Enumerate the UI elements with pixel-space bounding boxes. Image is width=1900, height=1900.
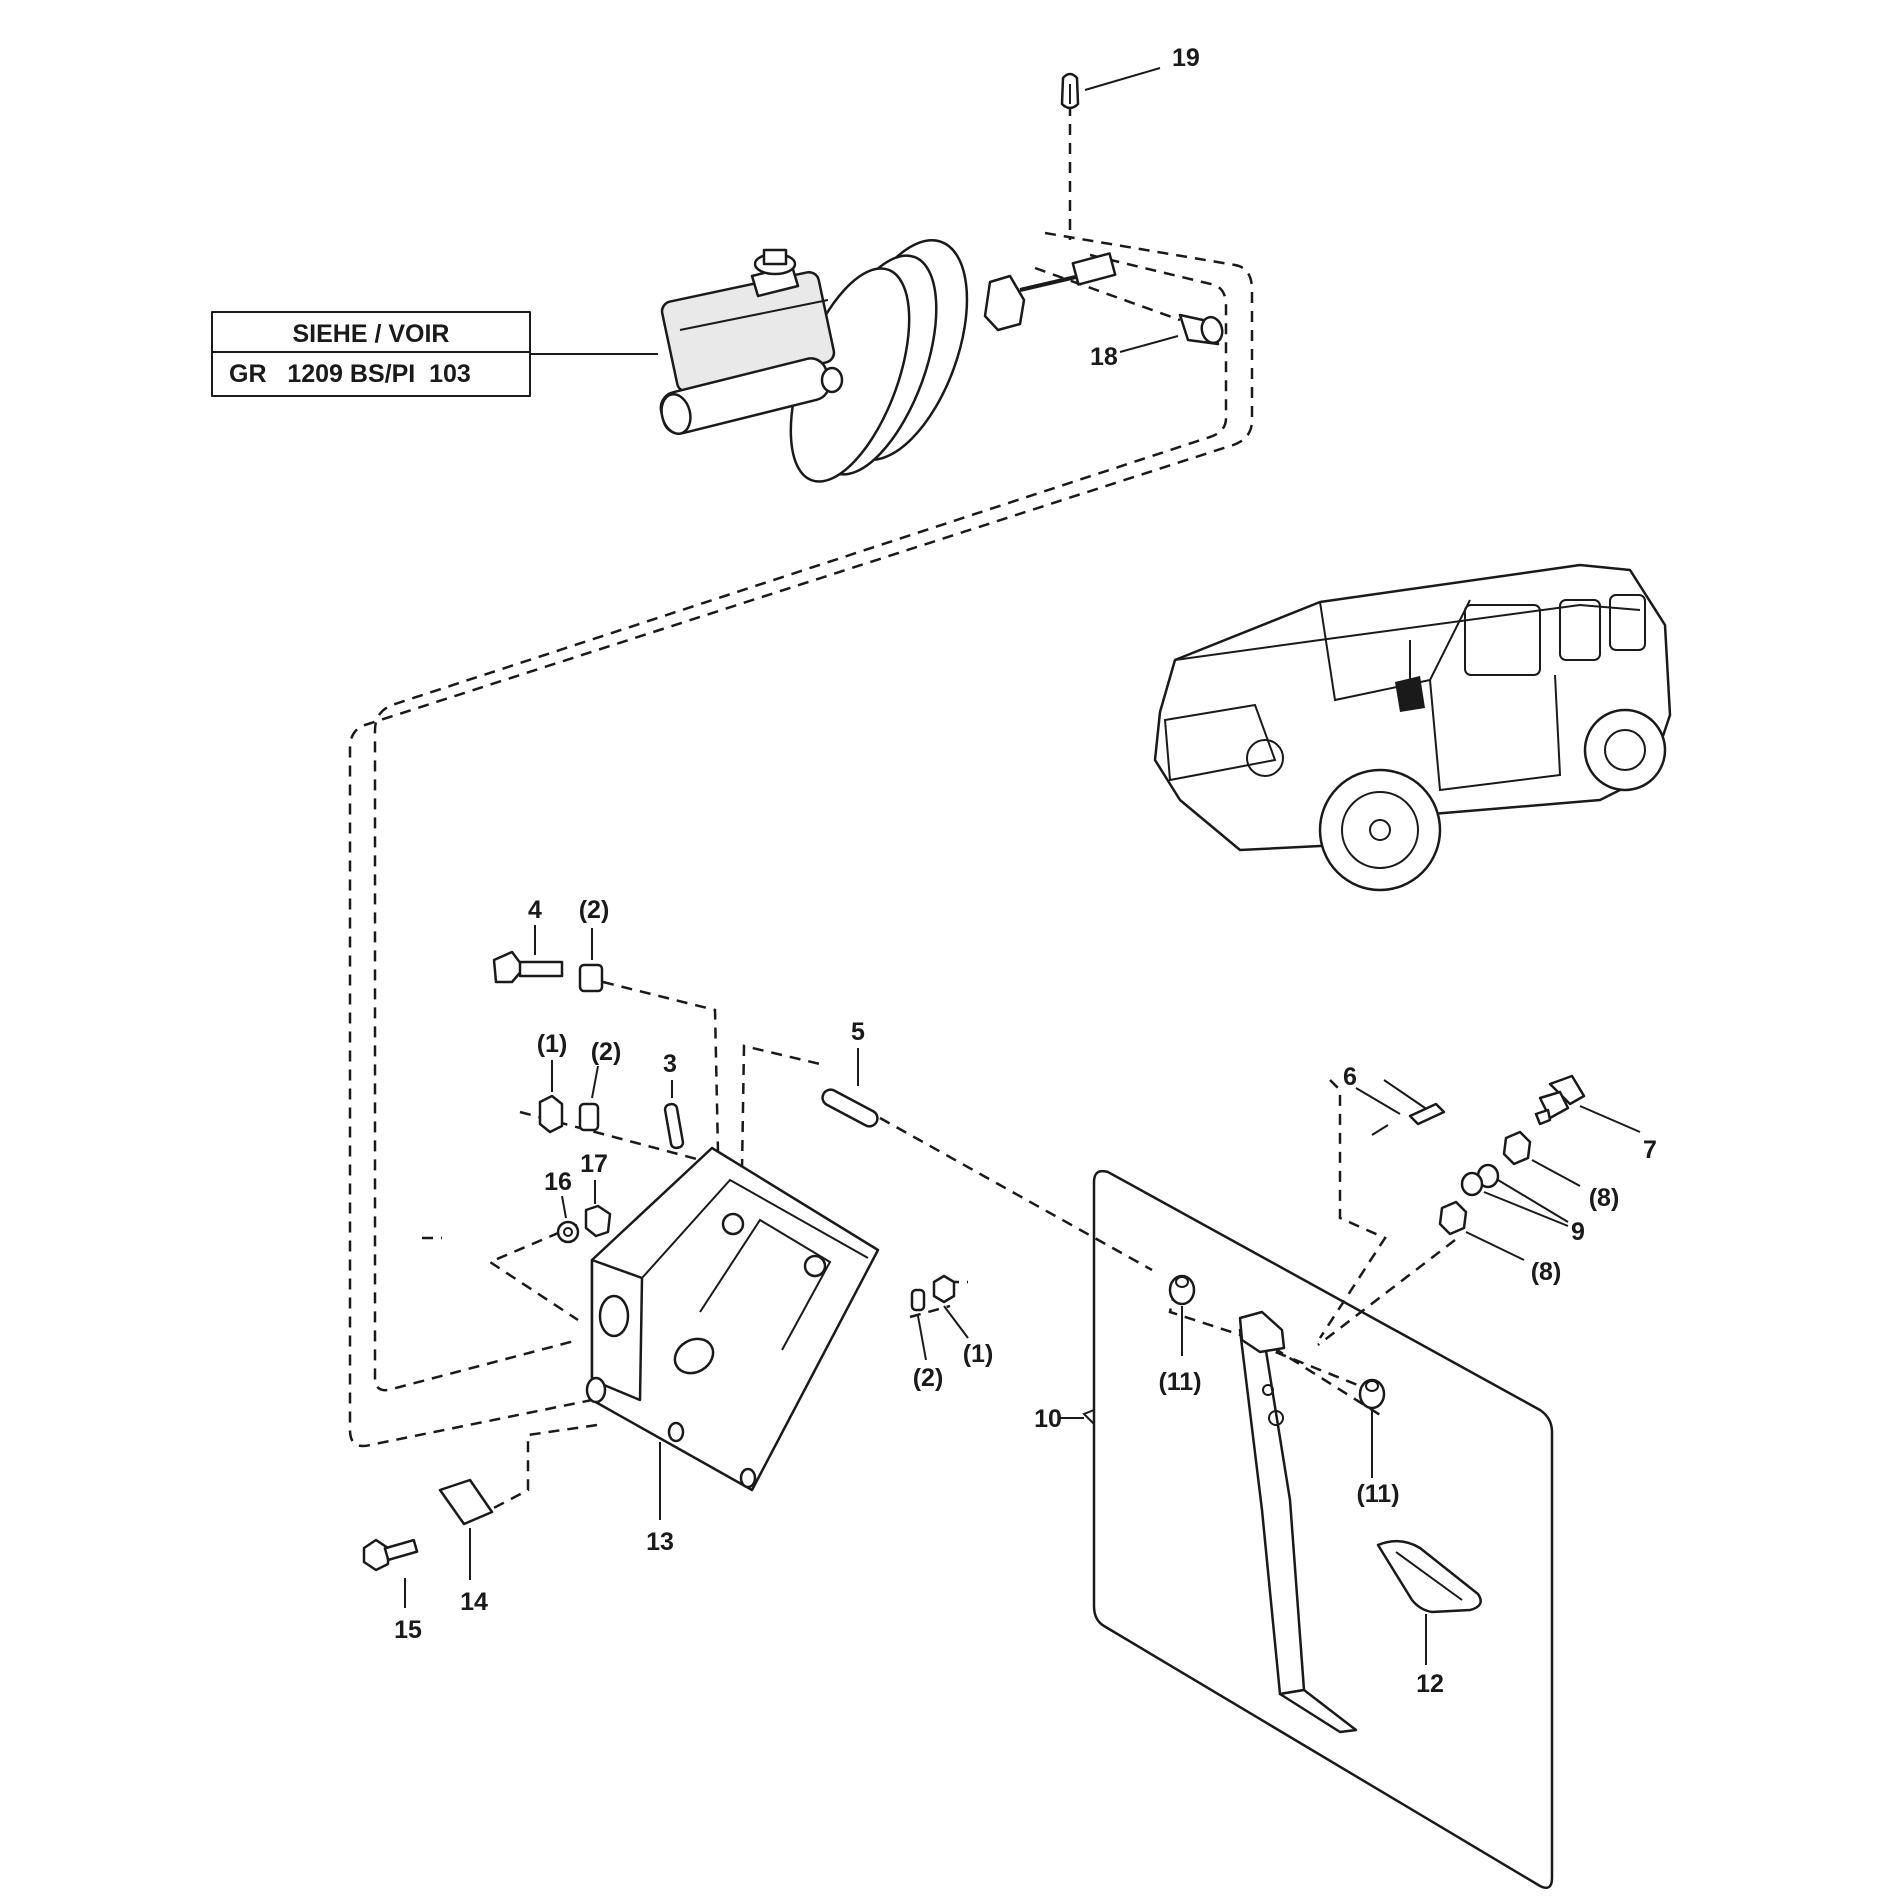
callout-6: 6 bbox=[1343, 1063, 1357, 1091]
part-8-nut-lower bbox=[1438, 1200, 1525, 1261]
part-16-washer bbox=[556, 1195, 580, 1244]
callout-7: 7 bbox=[1643, 1136, 1657, 1164]
callout-3: 3 bbox=[663, 1050, 677, 1078]
callout-1-left: (1) bbox=[537, 1030, 568, 1058]
part-13-pedal-bracket bbox=[585, 1146, 880, 1520]
callout-16: 16 bbox=[544, 1168, 572, 1196]
callout-13: 13 bbox=[646, 1528, 674, 1556]
callout-labels: 19 18 4 (2) (1) (2) 3 16 17 5 6 7 (8) 9 … bbox=[394, 44, 1657, 1698]
part-1-nut-right bbox=[932, 1274, 969, 1339]
callout-2-right: (2) bbox=[913, 1364, 944, 1392]
callout-9: 9 bbox=[1571, 1218, 1585, 1246]
part-17-nut bbox=[584, 1180, 612, 1238]
part-14-stop-pad bbox=[438, 1478, 494, 1580]
reference-box-line1: SIEHE / VOIR bbox=[293, 320, 450, 348]
reference-box: SIEHE / VOIR GR 1209 BS/PI 103 bbox=[211, 311, 658, 397]
reference-box-line2: GR 1209 BS/PI 103 bbox=[229, 360, 471, 388]
part-11-bushing-lower bbox=[1358, 1378, 1386, 1478]
part-10-pedal-panel bbox=[1060, 1169, 1554, 1889]
callout-2-left: (2) bbox=[591, 1038, 622, 1066]
callout-11-lower: (11) bbox=[1356, 1480, 1399, 1508]
part-12-pedal-pad bbox=[1376, 1539, 1482, 1665]
callout-14: 14 bbox=[460, 1588, 488, 1616]
callout-19: 19 bbox=[1172, 44, 1200, 72]
callout-5: 5 bbox=[851, 1018, 865, 1046]
callout-2-upper: (2) bbox=[579, 896, 610, 924]
assembly-dashed-lines bbox=[348, 86, 1456, 1512]
part-5-pivot-pin bbox=[821, 1048, 879, 1128]
part-2-nut-left bbox=[578, 1065, 600, 1132]
callout-11-upper: (11) bbox=[1158, 1368, 1201, 1396]
part-7-stop-light-switch bbox=[1534, 1074, 1641, 1133]
callout-4: 4 bbox=[528, 896, 542, 924]
part-2-nut-upper bbox=[578, 928, 604, 993]
part-6-return-spring bbox=[1355, 1079, 1446, 1136]
brake-pedal-arm bbox=[1238, 1310, 1358, 1734]
off-road-vehicle-locator-icon bbox=[1153, 563, 1672, 892]
brake-booster-assembly bbox=[659, 239, 1117, 483]
part-11-bushing-upper bbox=[1168, 1274, 1196, 1356]
callout-10: 10 bbox=[1034, 1405, 1062, 1433]
callout-17: 17 bbox=[580, 1150, 608, 1178]
part-1-nut-left bbox=[538, 1060, 564, 1134]
part-15-screw bbox=[362, 1538, 419, 1608]
callout-8-lower: (8) bbox=[1531, 1258, 1562, 1286]
part-19-clevis-pin bbox=[1060, 67, 1161, 110]
part-8-nut-upper bbox=[1502, 1130, 1581, 1187]
part-9-washers bbox=[1460, 1163, 1569, 1227]
callout-18: 18 bbox=[1090, 343, 1118, 371]
callout-1-right: (1) bbox=[963, 1340, 994, 1368]
callout-12: 12 bbox=[1416, 1670, 1444, 1698]
callout-8-upper: (8) bbox=[1589, 1184, 1620, 1212]
callout-15: 15 bbox=[394, 1616, 422, 1644]
part-2-nut-right bbox=[910, 1288, 927, 1361]
part-4-bolt bbox=[492, 925, 564, 984]
part-18-bushing bbox=[1119, 313, 1224, 353]
part-3-pin bbox=[663, 1080, 685, 1150]
